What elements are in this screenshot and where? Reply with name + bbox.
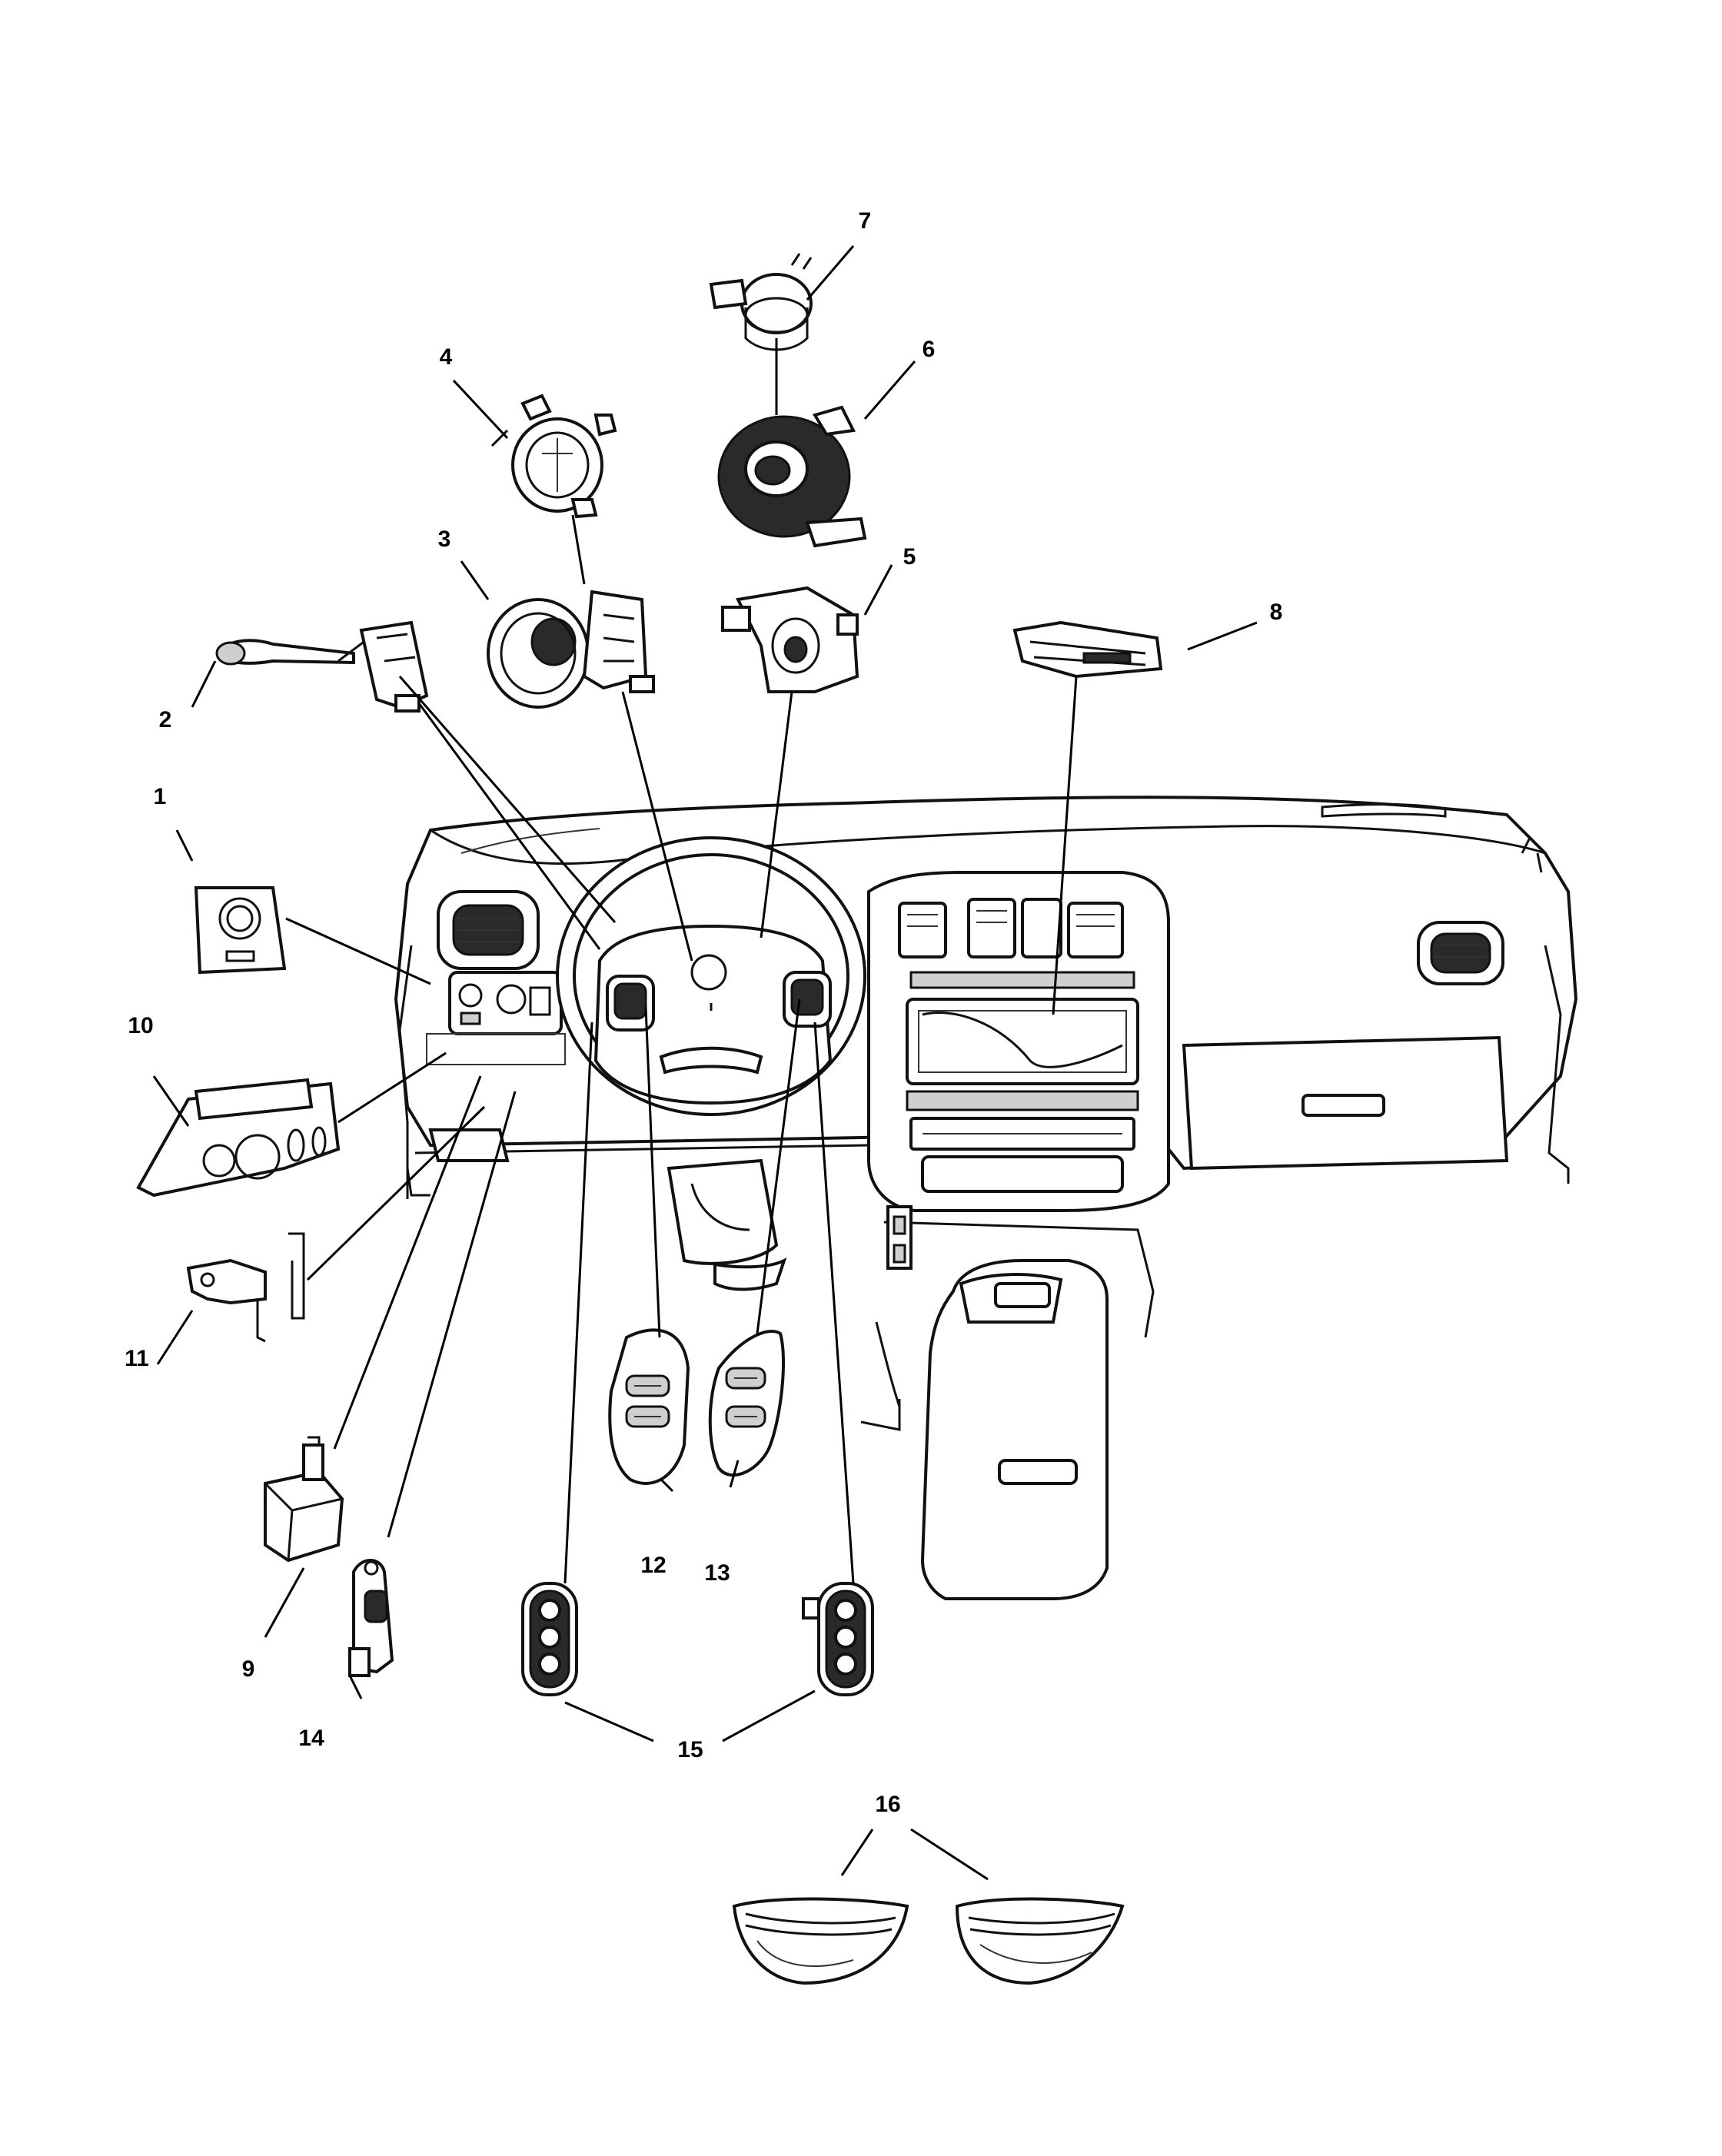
callout-16: 16 (875, 1792, 901, 1817)
part-6-clockspring-coil (717, 405, 867, 548)
leader-lines (152, 245, 1258, 1881)
part-4-clockspring (511, 394, 617, 519)
callout-10: 10 (128, 1013, 154, 1038)
part-2-multifunction-switch (215, 620, 429, 713)
part-1-switch-bezel (194, 886, 287, 975)
callout-7: 7 (858, 208, 872, 234)
part-15-switch-bezel-left (521, 1582, 578, 1696)
part-15-switch-bezel-right (802, 1582, 874, 1696)
part-8-switch-panel (1012, 620, 1163, 679)
callout-3: 3 (437, 527, 451, 552)
callout-13: 13 (704, 1560, 730, 1586)
part-10-headlamp-switch (136, 1078, 341, 1198)
callout-11: 11 (125, 1346, 149, 1371)
part-7-ring-sensor (709, 253, 813, 351)
part-16-trim-left (732, 1897, 909, 1985)
callout-8: 8 (1269, 600, 1283, 625)
callout-12: 12 (640, 1553, 667, 1578)
steering-wheel (556, 836, 866, 1291)
callout-9: 9 (241, 1656, 255, 1682)
part-16-trim-right (955, 1897, 1125, 1985)
callout-4: 4 (439, 344, 453, 370)
part-5-ignition-switch (721, 586, 859, 693)
callout-2: 2 (158, 707, 172, 733)
part-14-switch (348, 1559, 394, 1677)
floor-console (860, 1205, 1155, 1600)
callout-5: 5 (903, 544, 916, 570)
part-11-bracket (186, 1232, 305, 1343)
callout-14: 14 (298, 1726, 324, 1751)
part-12-wheel-switch-left (608, 1328, 690, 1485)
part-13-wheel-switch-right (708, 1330, 785, 1477)
part-3-switch-assembly (487, 590, 655, 709)
part-9-switch (264, 1436, 344, 1563)
callout-15: 15 (677, 1737, 703, 1762)
callout-1: 1 (153, 784, 167, 809)
callout-6: 6 (922, 337, 936, 362)
